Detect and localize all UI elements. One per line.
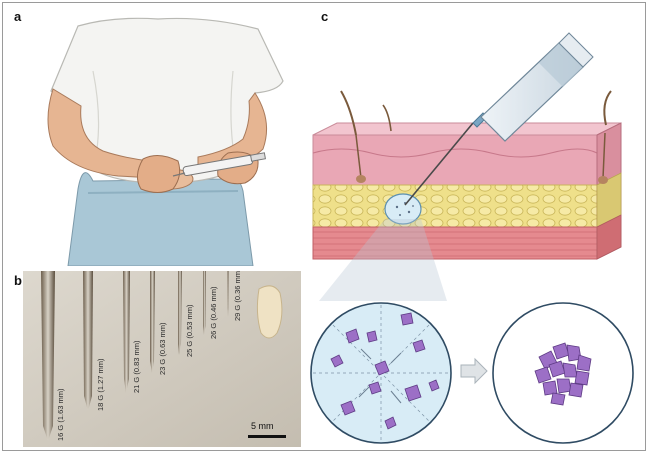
particle xyxy=(400,312,414,326)
particle xyxy=(428,379,440,392)
needle-23g xyxy=(150,271,155,373)
figure-frame: a b c xyxy=(2,2,646,451)
particle xyxy=(345,328,360,344)
particle xyxy=(404,384,422,402)
syringe-needle xyxy=(404,122,474,206)
panel-b-needle-photo: 16 G (1.63 mm) 18 G (1.27 mm) 21 G (0.83… xyxy=(23,271,301,447)
needle-26g xyxy=(203,271,206,335)
needle-label-29g: 29 G (0.36 mm) xyxy=(233,271,242,321)
panel-a-label: a xyxy=(14,9,22,24)
photo-background xyxy=(23,271,301,447)
needle-18g xyxy=(83,271,93,411)
needle-label-25g: 25 G (0.53 mm) xyxy=(185,304,194,357)
needle-29g xyxy=(227,271,229,317)
particle xyxy=(366,330,378,343)
needle-label-26g: 26 G (0.46 mm) xyxy=(209,286,218,339)
panel-b-label: b xyxy=(14,273,22,288)
particle xyxy=(374,360,390,376)
skin-cross-section xyxy=(312,90,622,260)
needle-21g xyxy=(123,271,130,393)
syringe xyxy=(404,32,594,206)
particle-aggregate-circle xyxy=(492,302,634,444)
left-hand xyxy=(137,155,181,193)
injected-depot xyxy=(384,193,422,225)
muscle-layer xyxy=(312,226,598,260)
pen-syringe xyxy=(172,152,266,177)
epidermis-layer xyxy=(312,134,598,186)
hair xyxy=(340,90,357,136)
needle-label-21g: 21 G (0.83 mm) xyxy=(132,340,141,393)
zoom-cone xyxy=(319,219,447,301)
scale-bar xyxy=(248,435,286,438)
particle xyxy=(368,381,382,395)
hair xyxy=(603,90,612,126)
particle xyxy=(412,339,426,353)
needle-label-16g: 16 G (1.63 mm) xyxy=(56,388,65,441)
particle xyxy=(330,354,344,368)
needle-label-23g: 23 G (0.63 mm) xyxy=(158,322,167,375)
panel-a-illustration xyxy=(47,17,284,266)
aggregation-arrow xyxy=(460,357,488,385)
particle xyxy=(384,416,397,430)
needle-16g xyxy=(41,271,55,441)
particle xyxy=(340,400,356,416)
panel-c-illustration xyxy=(310,32,634,444)
subcutaneous-fat-layer xyxy=(312,184,598,228)
hydrogel-sample xyxy=(256,285,283,339)
hair xyxy=(382,104,392,132)
scale-bar-label: 5 mm xyxy=(251,421,274,431)
needle-25g xyxy=(178,271,182,355)
needle-label-18g: 18 G (1.27 mm) xyxy=(96,358,105,411)
particle-dispersion-circle xyxy=(310,302,452,444)
panel-c-label: c xyxy=(321,9,329,24)
